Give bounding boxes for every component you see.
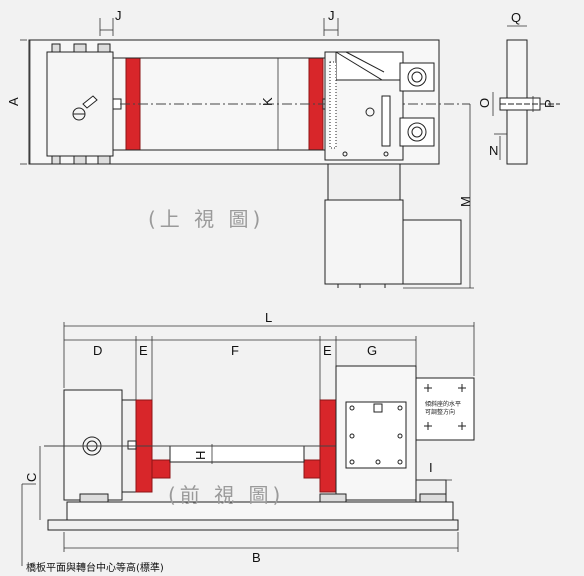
front-base-rail xyxy=(47,519,459,531)
dim-p: P xyxy=(542,99,557,108)
dim-c: C xyxy=(24,473,39,482)
top-motor-body xyxy=(324,199,404,285)
dim-m: M xyxy=(458,196,473,207)
top-dimensions xyxy=(20,18,534,289)
top-view-title: (上 視 圖) xyxy=(148,207,264,231)
dim-n: N xyxy=(489,143,498,158)
top-bracket-lower xyxy=(399,117,435,147)
footnote: 橋板平面與轉台中心等高(標準) xyxy=(26,561,164,574)
front-left-support xyxy=(63,389,123,501)
plate-note-line1: 傾斜座的水平 xyxy=(425,400,461,408)
dim-o: O xyxy=(477,98,492,108)
front-view xyxy=(44,365,475,531)
front-dimension-labels: L D E F E G H C I B xyxy=(24,310,433,565)
dim-d: D xyxy=(93,343,102,358)
dim-k: K xyxy=(260,97,275,106)
top-left-housing xyxy=(46,51,114,157)
top-dimension-labels: J J Q A K M O P N xyxy=(6,8,557,207)
dim-l: L xyxy=(265,310,272,325)
dim-j-right: J xyxy=(328,8,335,23)
dim-e-left: E xyxy=(139,343,148,358)
top-motor-side xyxy=(402,219,462,285)
top-bracket-upper xyxy=(399,62,435,92)
dim-b: B xyxy=(252,550,261,565)
top-bolt xyxy=(365,107,375,117)
dim-e-right: E xyxy=(323,343,332,358)
dim-i: I xyxy=(429,460,433,475)
dim-f: F xyxy=(231,343,239,358)
top-gearbox xyxy=(327,163,401,201)
plate-note-line2: 可調整方向 xyxy=(425,408,455,416)
dim-h: H xyxy=(193,451,208,460)
front-rotary-face xyxy=(345,401,407,469)
front-view-title: (前 視 圖) xyxy=(168,483,284,507)
top-view xyxy=(28,39,560,288)
dim-j-left: J xyxy=(115,8,122,23)
front-bridge xyxy=(169,445,305,463)
dim-g: G xyxy=(367,343,377,358)
dim-a: A xyxy=(6,97,21,106)
dim-q: Q xyxy=(511,10,521,25)
front-dimensions xyxy=(21,322,475,566)
